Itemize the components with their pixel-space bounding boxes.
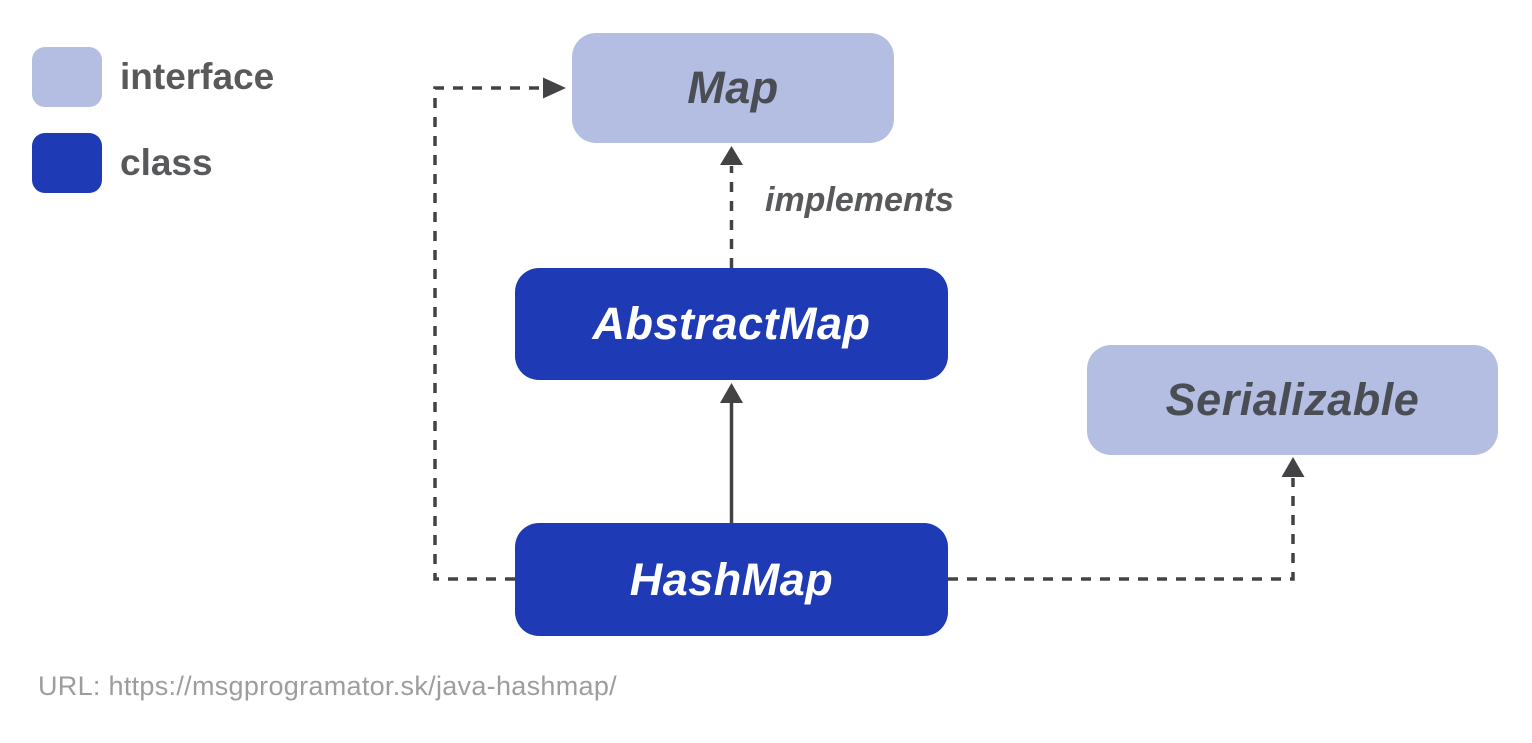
arrowhead-into-map-bottom bbox=[720, 146, 743, 165]
legend: interface class bbox=[32, 47, 274, 219]
edge-hashmap-to-serializable bbox=[948, 457, 1305, 581]
node-abstractmap: AbstractMap bbox=[515, 268, 948, 380]
class-swatch bbox=[32, 133, 102, 193]
arrowhead-into-map-left bbox=[543, 77, 566, 99]
arrowhead-into-abstractmap bbox=[720, 383, 743, 403]
arrowhead-into-serializable bbox=[1281, 457, 1305, 477]
node-map-label: Map bbox=[687, 62, 779, 113]
edge-hashmap-to-abstractmap bbox=[720, 383, 743, 523]
legend-label-class: class bbox=[120, 142, 213, 183]
legend-item-class: class bbox=[32, 133, 274, 193]
legend-item-interface: interface bbox=[32, 47, 274, 107]
implements-label: implements bbox=[765, 181, 954, 219]
node-hashmap-label: HashMap bbox=[629, 553, 834, 605]
node-hashmap: HashMap bbox=[515, 523, 948, 636]
node-serializable: Serializable bbox=[1087, 345, 1498, 455]
node-abstractmap-label: AbstractMap bbox=[592, 298, 871, 349]
node-map: Map bbox=[572, 33, 894, 143]
edge-abstractmap-to-map bbox=[720, 146, 743, 268]
node-serializable-label: Serializable bbox=[1165, 374, 1420, 425]
legend-label-interface: interface bbox=[120, 56, 275, 97]
url-caption: URL: https://msgprogramator.sk/java-hash… bbox=[38, 671, 617, 701]
interface-swatch bbox=[32, 47, 102, 107]
